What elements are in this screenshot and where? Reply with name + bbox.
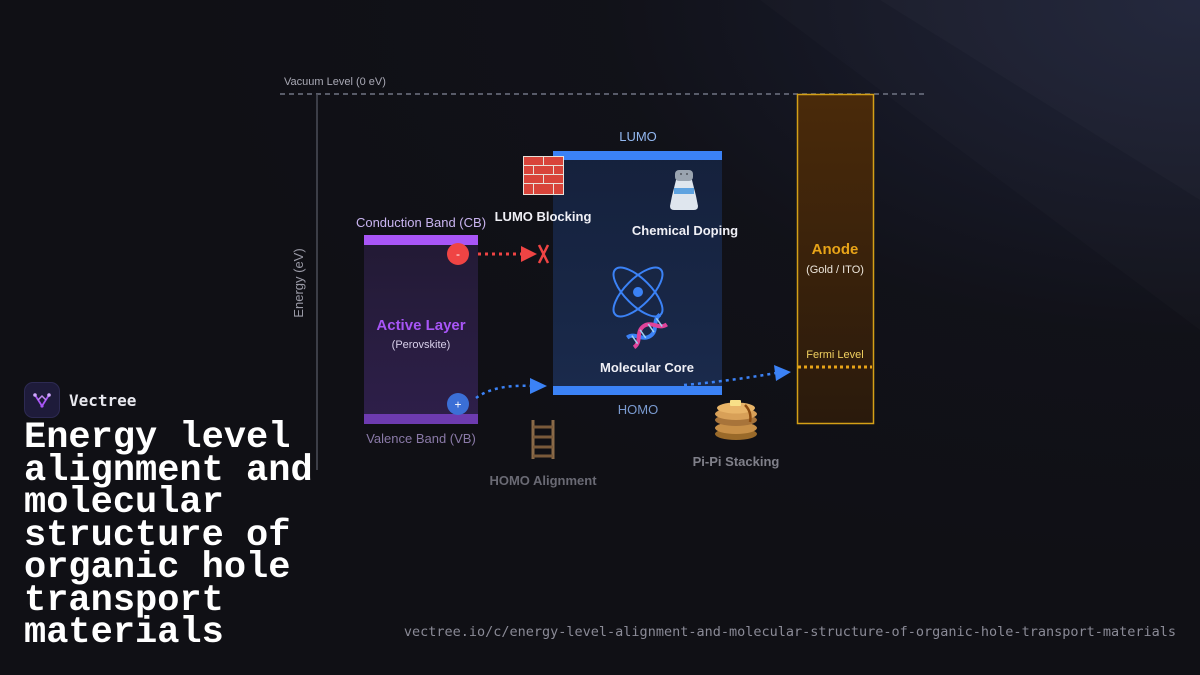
electron-circle <box>447 243 469 265</box>
electron-arrowhead <box>521 246 537 262</box>
hole-circle <box>447 393 469 415</box>
block-x-icon <box>537 244 550 264</box>
pi-stacking-label: Pi-Pi Stacking <box>693 454 780 469</box>
homo-alignment-label: HOMO Alignment <box>489 473 597 488</box>
chemical-doping-label: Chemical Doping <box>632 223 738 238</box>
brand: Vectree <box>24 382 136 418</box>
vacuum-level-label: Vacuum Level (0 eV) <box>284 76 386 88</box>
molecular-core-label: Molecular Core <box>600 360 694 375</box>
hole-arrowhead <box>530 378 547 394</box>
htm-box <box>553 152 722 394</box>
electron-symbol: - <box>456 247 460 261</box>
ladder-icon <box>531 420 555 459</box>
fermi-level-label: Fermi Level <box>806 349 863 361</box>
active-layer-sub: (Perovskite) <box>392 339 451 351</box>
brand-name: Vectree <box>69 390 137 410</box>
conduction-band-label: Conduction Band (CB) <box>356 215 486 230</box>
valence-band-label: Valence Band (VB) <box>366 431 476 446</box>
energy-axis-label: Energy (eV) <box>291 248 306 317</box>
lumo-blocking-label: LUMO Blocking <box>495 209 592 224</box>
valence-band-bar <box>364 414 478 424</box>
salt-shaker-icon <box>670 170 698 210</box>
homo-label: HOMO <box>618 402 658 417</box>
anode-sub: (Gold / ITO) <box>806 264 864 276</box>
lumo-label: LUMO <box>619 129 657 144</box>
page-title: Energy level alignment and molecular str… <box>24 417 313 654</box>
pancakes-icon <box>715 400 757 440</box>
anode-name: Anode <box>812 241 859 258</box>
hole-path <box>475 384 533 400</box>
page-url[interactable]: vectree.io/c/energy-level-alignment-and-… <box>403 624 1176 640</box>
anode-box <box>796 93 875 425</box>
lumo-bar <box>553 151 722 160</box>
brick-wall-icon <box>523 156 564 195</box>
active-layer-name: Active Layer <box>376 317 465 334</box>
dna-icon <box>626 312 668 350</box>
atom-icon <box>612 266 664 318</box>
active-layer-box <box>364 236 478 424</box>
vectree-logo-icon <box>24 382 60 418</box>
homo-transfer-arrowhead <box>774 365 791 381</box>
homo-transfer-path <box>683 371 777 387</box>
conduction-band-bar <box>364 235 478 245</box>
hole-symbol: + <box>454 398 461 412</box>
homo-bar <box>553 386 722 395</box>
